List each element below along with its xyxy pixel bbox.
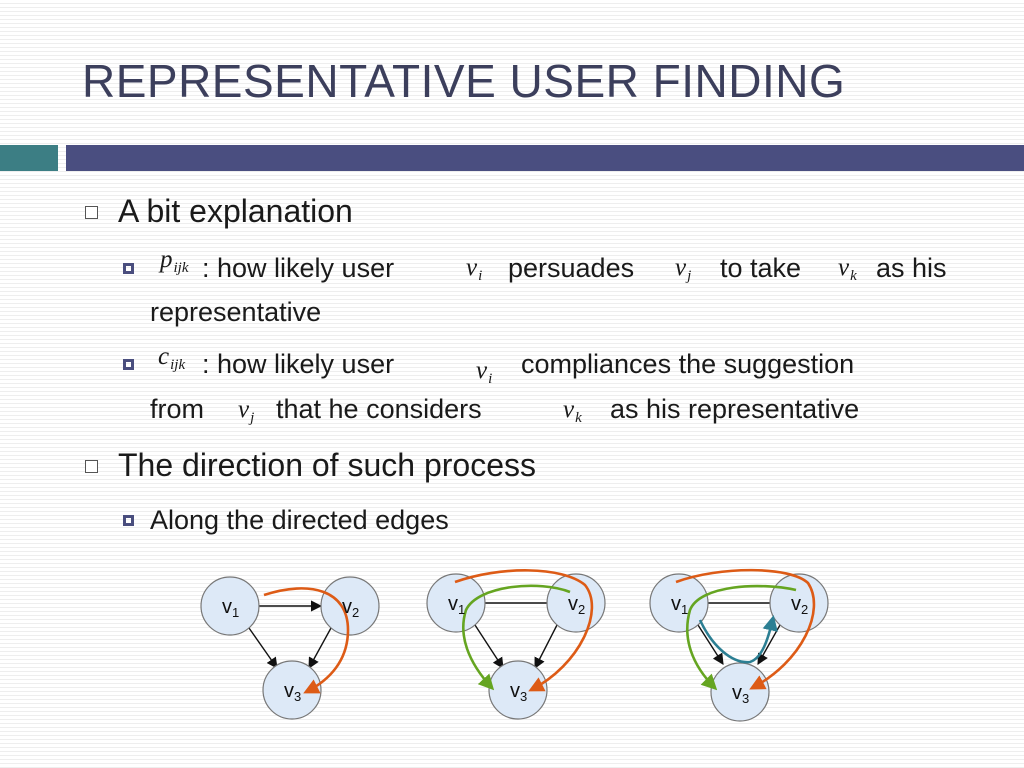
text-how-likely-user: : how likely user — [202, 253, 395, 283]
text-as-his: as his — [876, 253, 947, 283]
node-label: v2 — [342, 596, 359, 620]
header-bar-teal — [0, 145, 58, 171]
math-v-i: vi — [466, 254, 483, 284]
math-p-ijk: pijk — [160, 246, 189, 276]
text-to-take: to take — [720, 253, 802, 283]
hollow-square-bullet-icon — [85, 460, 98, 473]
node-label: v3 — [510, 680, 527, 704]
text-that-he-considers: that he considers — [276, 394, 482, 424]
math-v-j-2: vj — [238, 396, 255, 426]
text-representative: representative — [150, 297, 322, 327]
text-persuades: persuades — [508, 253, 635, 283]
graph-node — [649, 573, 709, 633]
node-label: v1 — [448, 593, 465, 617]
text-as-his-representative: as his representative — [610, 394, 860, 424]
diagram-3: v1 v2 v3 — [649, 568, 829, 722]
filled-square-bullet-icon — [123, 359, 134, 370]
header-bar-navy — [66, 145, 1024, 171]
math-v-k-2: vk — [563, 396, 582, 426]
hollow-square-bullet-icon — [85, 206, 98, 219]
filled-square-bullet-icon — [123, 515, 134, 526]
bullet-direction-of-process: The direction of such process — [85, 447, 536, 484]
math-v-k: vk — [838, 254, 857, 284]
node-label: v2 — [791, 593, 808, 617]
math-v-i-2: vi — [476, 357, 493, 387]
node-label: v3 — [732, 682, 749, 706]
graph-node — [320, 576, 380, 636]
node-label: v3 — [284, 680, 301, 704]
graph-node — [262, 660, 322, 720]
filled-square-bullet-icon — [123, 263, 134, 274]
math-c-ijk: cijk — [158, 343, 186, 373]
diagram-1: v1 v2 v3 — [200, 576, 380, 720]
node-label: v1 — [222, 596, 239, 620]
text-from: from — [150, 394, 204, 424]
sub-bullet-along-edges: Along the directed edges — [123, 505, 449, 536]
math-v-j: vj — [675, 254, 692, 284]
node-label: v2 — [568, 593, 585, 617]
diagram-2: v1 v2 v3 — [426, 569, 606, 720]
slide-title: REPRESENTATIVE USER FINDING — [82, 55, 846, 107]
graph-node — [426, 573, 486, 633]
node-label: v1 — [671, 593, 688, 617]
graph-node — [200, 576, 260, 636]
bullet-a-bit-explanation: A bit explanation — [85, 193, 353, 230]
text-how-likely-user-2: : how likely user — [202, 349, 395, 379]
text-compliances-the-suggestion: compliances the suggestion — [521, 349, 855, 379]
